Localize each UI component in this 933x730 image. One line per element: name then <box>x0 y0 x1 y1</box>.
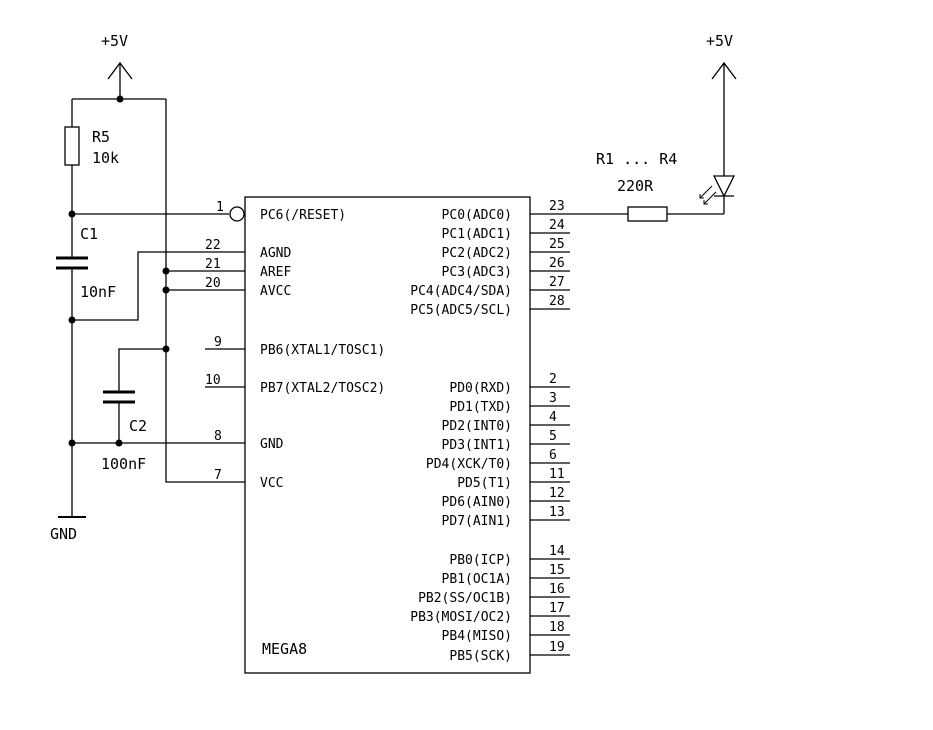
pin-number: 10 <box>205 373 221 388</box>
led-resistor-value: 220R <box>617 177 654 195</box>
pin-label: PB2(SS/OC1B) <box>418 591 512 606</box>
pin-label: PC4(ADC4/SDA) <box>410 284 512 299</box>
pin-label: PB7(XTAL2/TOSC2) <box>260 381 385 396</box>
r5-value: 10k <box>92 149 119 167</box>
c2-wire <box>118 348 166 443</box>
pin-label: PD3(INT1) <box>442 438 512 453</box>
supply-left-arrow <box>107 61 133 99</box>
pin-number: 11 <box>549 467 565 482</box>
pin-number: 27 <box>549 275 565 290</box>
pin-number: 26 <box>549 256 565 271</box>
pin-label: PC5(ADC5/SCL) <box>410 303 512 318</box>
r5-resistor <box>64 126 80 166</box>
pin-number: 19 <box>549 640 565 655</box>
right-pin-group: 23PC0(ADC0)24PC1(ADC1)25PC2(ADC2)26PC3(A… <box>410 199 570 664</box>
c2-value: 100nF <box>101 455 146 473</box>
pin-number: 24 <box>549 218 565 233</box>
pin-number: 15 <box>549 563 565 578</box>
pin-number: 8 <box>214 429 222 444</box>
pin-number: 17 <box>549 601 565 616</box>
supply-right-wire <box>711 61 737 214</box>
pin-number: 25 <box>549 237 565 252</box>
ic-body <box>244 196 531 674</box>
pin-label: PD1(TXD) <box>449 400 512 415</box>
c1-value: 10nF <box>80 283 116 301</box>
pin-label: PC0(ADC0) <box>442 208 512 223</box>
c1-name: C1 <box>80 225 98 243</box>
pin-label: PD4(XCK/T0) <box>426 457 512 472</box>
pin-label: PB4(MISO) <box>442 629 512 644</box>
pin-number: 18 <box>549 620 565 635</box>
pin-label: AGND <box>260 246 291 261</box>
aref-avcc-wires <box>166 270 245 291</box>
pin-number: 9 <box>214 335 222 350</box>
led-resistor <box>627 206 668 222</box>
pin-label: PB3(MOSI/OC2) <box>410 610 512 625</box>
ground-label: GND <box>50 525 77 543</box>
c2-name: C2 <box>129 417 147 435</box>
c1-capacitor <box>56 256 88 270</box>
pin-number: 7 <box>214 468 222 483</box>
c2-capacitor <box>103 390 135 404</box>
pin-label: GND <box>260 437 284 452</box>
pin-label: PB6(XTAL1/TOSC1) <box>260 343 385 358</box>
ic-name: MEGA8 <box>262 640 307 658</box>
pin-label: AVCC <box>260 284 291 299</box>
pin-number: 3 <box>549 391 557 406</box>
supply-right-label: +5V <box>706 32 733 50</box>
led-resistor-name: R1 ... R4 <box>596 150 677 168</box>
pin-label: VCC <box>260 476 283 491</box>
pin-label: PB0(ICP) <box>449 553 512 568</box>
agnd-wire <box>72 251 245 321</box>
pin-label: PB5(SCK) <box>449 649 512 664</box>
pin-number: 16 <box>549 582 565 597</box>
pin-number: 13 <box>549 505 565 520</box>
pin-number: 6 <box>549 448 557 463</box>
supply-left-label: +5V <box>101 32 128 50</box>
pin-label: PC3(ADC3) <box>442 265 512 280</box>
pin-number: 14 <box>549 544 565 559</box>
pin-label: PD0(RXD) <box>449 381 512 396</box>
pin-number: 23 <box>549 199 565 214</box>
pin-number: 22 <box>205 238 221 253</box>
pin-label: PD6(AIN0) <box>442 495 512 510</box>
pin-label: AREF <box>260 265 291 280</box>
pin-label: PD2(INT0) <box>442 419 512 434</box>
pin-number: 21 <box>205 257 221 272</box>
pin-number: 2 <box>549 372 557 387</box>
r5-name: R5 <box>92 128 110 146</box>
pin-number: 28 <box>549 294 565 309</box>
pin-label: PC6(/RESET) <box>260 208 346 223</box>
pin-label: PB1(OC1A) <box>442 572 512 587</box>
pin-number: 5 <box>549 429 557 444</box>
pin-label: PC2(ADC2) <box>442 246 512 261</box>
pin-label: PD5(T1) <box>457 476 512 491</box>
pin-number: 12 <box>549 486 565 501</box>
led-diode-icon <box>712 175 736 198</box>
pin-label: PC1(ADC1) <box>442 227 512 242</box>
reset-inversion-circle <box>229 206 245 222</box>
pin-number: 1 <box>216 200 224 215</box>
pin-number: 20 <box>205 276 221 291</box>
vcc-bus-wire <box>165 99 245 483</box>
pin-label: PD7(AIN1) <box>442 514 512 529</box>
pin-number: 4 <box>549 410 557 425</box>
xtal-pin-stubs <box>205 348 245 388</box>
led-light-arrows-icon <box>699 185 717 205</box>
